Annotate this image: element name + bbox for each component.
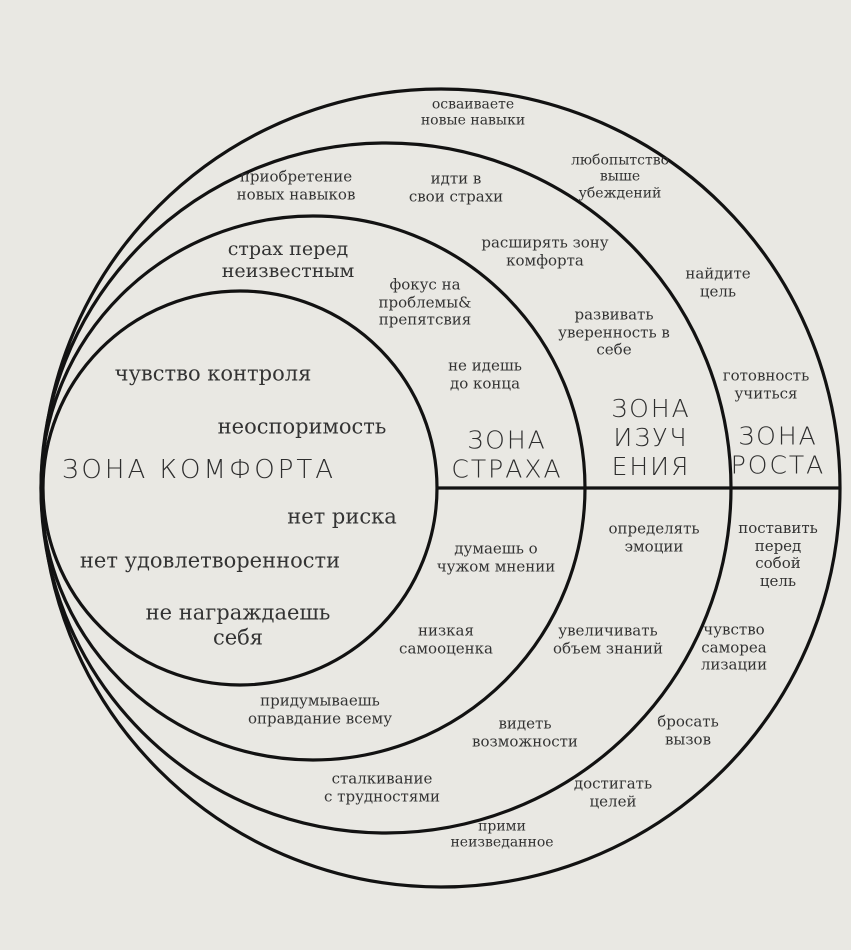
growth-item-set-goal: поставить перед собой цель bbox=[738, 518, 818, 590]
comfort-item-indisputability: неоспоримость bbox=[217, 414, 387, 439]
fear-item-fear-unknown: страх перед неизвестным bbox=[221, 237, 355, 282]
fear-item-low-esteem: низкая самооценка bbox=[399, 621, 493, 657]
growth-item-challenge: бросать вызов bbox=[657, 712, 719, 748]
comfort-zone-title: ЗОНА КОМФОРТА bbox=[61, 455, 337, 486]
learning-zone-title: ЗОНА ИЗУЧ ЕНИЯ bbox=[611, 393, 691, 481]
fear-item-focus-problems: фокус на проблемы& препятсвия bbox=[378, 275, 472, 329]
growth-zone-title: ЗОНА РОСТА bbox=[730, 421, 826, 479]
learning-item-knowledge: увеличивать объем знаний bbox=[552, 621, 664, 657]
growth-item-ready-learn: готовность учиться bbox=[722, 366, 810, 402]
fear-item-others-opinion: думаешь о чужом мнении bbox=[436, 539, 556, 575]
learning-item-emotions: определять эмоции bbox=[608, 519, 700, 555]
comfort-item-no-reward: не награждаешь себя bbox=[145, 600, 331, 649]
growth-item-achieve-goals: достигать целей bbox=[573, 774, 653, 810]
comfort-item-no-satisfaction: нет удовлетворенности bbox=[79, 548, 341, 573]
learning-item-expand-zone: расширять зону комфорта bbox=[481, 233, 609, 269]
learning-item-opportunities: видеть возможности bbox=[472, 714, 578, 750]
fear-zone-title: ЗОНА СТРАХА bbox=[451, 425, 563, 483]
comfort-item-control: чувство контроля bbox=[114, 361, 312, 386]
growth-item-accept-unknown: прими неизведанное bbox=[450, 818, 554, 851]
fear-item-not-finish: не идешь до конца bbox=[448, 356, 522, 392]
learning-item-confidence: развивать уверенность в себе bbox=[558, 305, 670, 359]
comfort-item-no-risk: нет риска bbox=[287, 504, 397, 529]
growth-item-curiosity: любопытство выше убеждений bbox=[570, 152, 670, 202]
growth-item-find-goal: найдите цель bbox=[685, 264, 751, 300]
learning-item-difficulties: сталкивание с трудностями bbox=[324, 769, 440, 805]
fear-item-excuses: придумываешь оправдание всему bbox=[247, 691, 393, 727]
growth-item-master-skills: осваиваете новые навыки bbox=[420, 96, 526, 129]
growth-item-self-realization: чувство самореа лизации bbox=[700, 620, 768, 674]
learning-item-new-skills: приобретение новых навыков bbox=[236, 167, 356, 203]
learning-item-face-fears: идти в свои страхи bbox=[408, 169, 504, 205]
